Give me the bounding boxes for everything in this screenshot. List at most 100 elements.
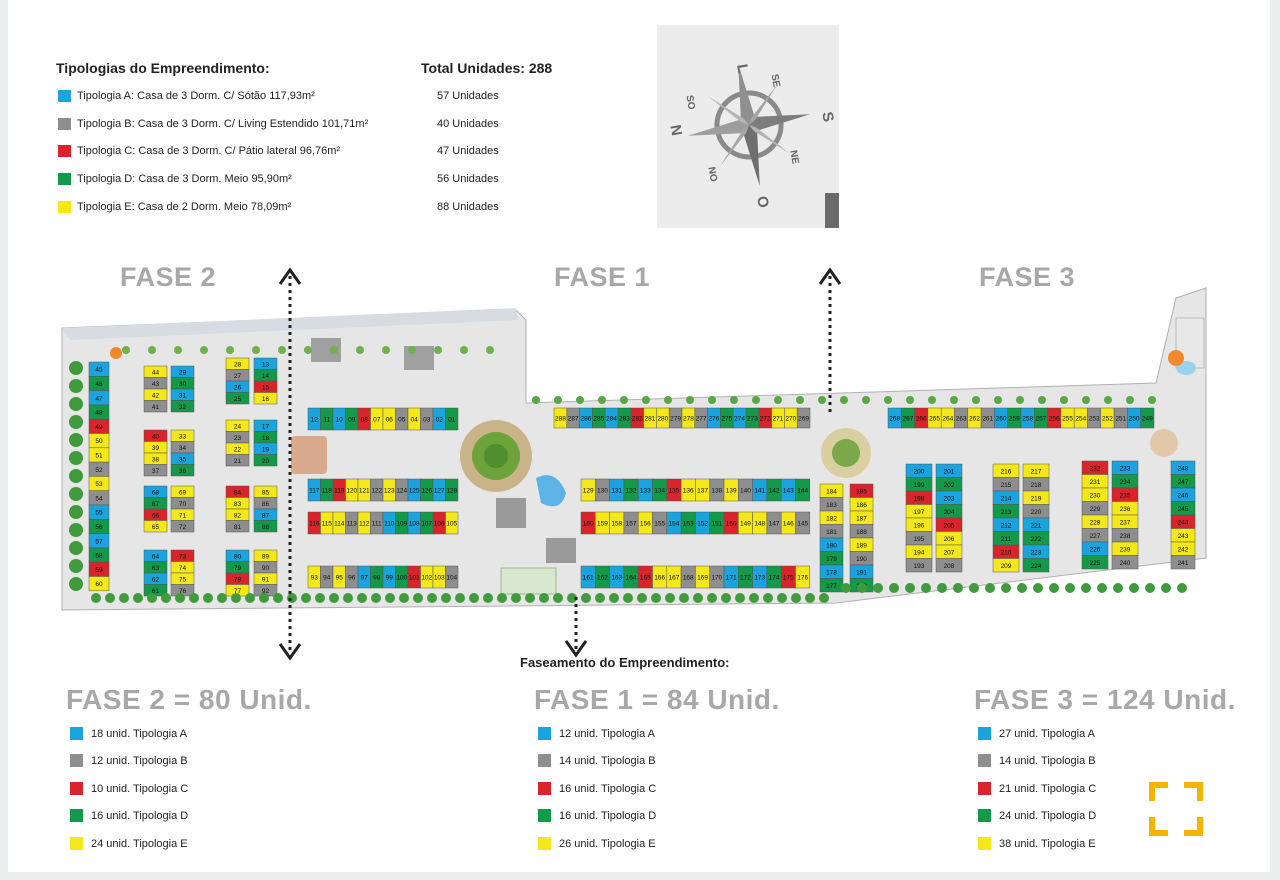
lot-unit[interactable]: 24 xyxy=(225,419,250,432)
lot-unit[interactable]: 101 xyxy=(407,565,421,589)
lot-unit[interactable]: 73 xyxy=(170,549,195,562)
lot-unit[interactable]: 31 xyxy=(170,388,195,401)
lot-unit[interactable]: 47 xyxy=(88,390,110,406)
lot-unit[interactable]: 177 xyxy=(819,578,844,593)
lot-unit[interactable]: 82 xyxy=(225,508,250,521)
lot-unit[interactable]: 176 xyxy=(795,565,811,589)
lot-unit[interactable]: 25 xyxy=(225,392,250,405)
lot-unit[interactable]: 225 xyxy=(1081,555,1109,570)
lot-unit[interactable]: 56 xyxy=(88,519,110,534)
lot-unit[interactable]: 29 xyxy=(170,365,195,378)
lot-unit[interactable]: 129 xyxy=(580,478,596,502)
lot-unit[interactable]: 100 xyxy=(395,565,409,589)
lot-unit[interactable]: 189 xyxy=(849,537,874,552)
lot-unit[interactable]: 23 xyxy=(225,431,250,444)
lot-unit[interactable]: 08 xyxy=(357,407,371,431)
lot-unit[interactable]: 182 xyxy=(819,510,844,525)
lot-unit[interactable]: 220 xyxy=(1022,504,1050,519)
lot-unit[interactable]: 83 xyxy=(225,497,250,510)
lot-unit[interactable]: 268 xyxy=(887,407,902,429)
lot-unit[interactable]: 199 xyxy=(905,477,933,492)
lot-unit[interactable]: 69 xyxy=(170,485,195,498)
lot-unit[interactable]: 113 xyxy=(345,511,359,535)
lot-unit[interactable]: 206 xyxy=(935,531,963,546)
lot-unit[interactable]: 269 xyxy=(796,407,811,429)
lot-unit[interactable]: 122 xyxy=(370,478,384,502)
lot-unit[interactable]: 226 xyxy=(1081,541,1109,556)
lot-unit[interactable]: 04 xyxy=(407,407,421,431)
lot-unit[interactable]: 114 xyxy=(332,511,346,535)
lot-unit[interactable]: 30 xyxy=(170,377,195,390)
lot-unit[interactable]: 136 xyxy=(680,478,696,502)
lot-unit[interactable]: 181 xyxy=(819,524,844,539)
lot-unit[interactable]: 195 xyxy=(905,531,933,546)
lot-unit[interactable]: 243 xyxy=(1170,528,1196,543)
lot-unit[interactable]: 65 xyxy=(143,520,168,533)
lot-unit[interactable]: 256 xyxy=(1047,407,1062,429)
lot-unit[interactable]: 103 xyxy=(432,565,446,589)
lot-unit[interactable]: 246 xyxy=(1170,487,1196,502)
lot-unit[interactable]: 45 xyxy=(88,361,110,377)
lot-unit[interactable]: 285 xyxy=(592,407,606,429)
lot-unit[interactable]: 155 xyxy=(652,511,668,535)
lot-unit[interactable]: 275 xyxy=(720,407,734,429)
lot-unit[interactable]: 208 xyxy=(935,558,963,573)
lot-unit[interactable]: 280 xyxy=(656,407,670,429)
lot-unit[interactable]: 221 xyxy=(1022,517,1050,532)
lot-unit[interactable]: 03 xyxy=(420,407,434,431)
lot-unit[interactable]: 33 xyxy=(170,429,195,442)
lot-unit[interactable]: 137 xyxy=(695,478,710,502)
lot-unit[interactable]: 75 xyxy=(170,572,195,585)
lot-unit[interactable]: 211 xyxy=(992,531,1020,546)
lot-unit[interactable]: 288 xyxy=(553,407,568,429)
lot-unit[interactable]: 270 xyxy=(784,407,798,429)
lot-unit[interactable]: 237 xyxy=(1111,514,1139,529)
lot-unit[interactable]: 46 xyxy=(88,376,110,391)
lot-unit[interactable]: 111 xyxy=(370,511,384,535)
lot-unit[interactable]: 214 xyxy=(992,490,1020,505)
lot-unit[interactable]: 139 xyxy=(723,478,739,502)
lot-unit[interactable]: 79 xyxy=(225,561,250,574)
lot-unit[interactable]: 223 xyxy=(1022,544,1050,559)
lot-unit[interactable]: 159 xyxy=(595,511,610,535)
lot-unit[interactable]: 157 xyxy=(623,511,639,535)
lot-unit[interactable]: 222 xyxy=(1022,531,1050,546)
lot-unit[interactable]: 162 xyxy=(595,565,610,589)
lot-unit[interactable]: 26 xyxy=(225,380,250,393)
lot-unit[interactable]: 74 xyxy=(170,561,195,574)
lot-unit[interactable]: 248 xyxy=(1170,460,1196,475)
lot-unit[interactable]: 261 xyxy=(980,407,995,429)
lot-unit[interactable]: 140 xyxy=(738,478,753,502)
lot-unit[interactable]: 106 xyxy=(432,511,446,535)
lot-unit[interactable]: 158 xyxy=(609,511,625,535)
lot-unit[interactable]: 11 xyxy=(320,407,334,431)
lot-unit[interactable]: 284 xyxy=(604,407,619,429)
lot-unit[interactable]: 215 xyxy=(992,477,1020,492)
lot-unit[interactable]: 190 xyxy=(849,551,874,566)
lot-unit[interactable]: 63 xyxy=(143,561,168,574)
lot-unit[interactable]: 41 xyxy=(143,400,168,413)
lot-unit[interactable]: 209 xyxy=(992,558,1020,573)
lot-unit[interactable]: 27 xyxy=(225,369,250,382)
lot-unit[interactable]: 42 xyxy=(143,388,168,401)
lot-unit[interactable]: 95 xyxy=(332,565,346,589)
lot-unit[interactable]: 53 xyxy=(88,476,110,491)
lot-unit[interactable]: 272 xyxy=(758,407,772,429)
lot-unit[interactable]: 282 xyxy=(630,407,644,429)
lot-unit[interactable]: 279 xyxy=(668,407,683,429)
lot-unit[interactable]: 193 xyxy=(905,558,933,573)
lot-unit[interactable]: 132 xyxy=(623,478,639,502)
lot-unit[interactable]: 233 xyxy=(1111,460,1139,475)
lot-unit[interactable]: 88 xyxy=(253,520,278,533)
lot-unit[interactable]: 64 xyxy=(143,549,168,562)
lot-unit[interactable]: 96 xyxy=(345,565,359,589)
lot-unit[interactable]: 06 xyxy=(382,407,396,431)
lot-unit[interactable]: 172 xyxy=(738,565,753,589)
lot-unit[interactable]: 150 xyxy=(723,511,739,535)
lot-unit[interactable]: 10 xyxy=(332,407,346,431)
lot-unit[interactable]: 98 xyxy=(370,565,384,589)
lot-unit[interactable]: 57 xyxy=(88,533,110,549)
lot-unit[interactable]: 212 xyxy=(992,517,1020,532)
lot-unit[interactable]: 230 xyxy=(1081,487,1109,502)
lot-unit[interactable]: 124 xyxy=(395,478,409,502)
